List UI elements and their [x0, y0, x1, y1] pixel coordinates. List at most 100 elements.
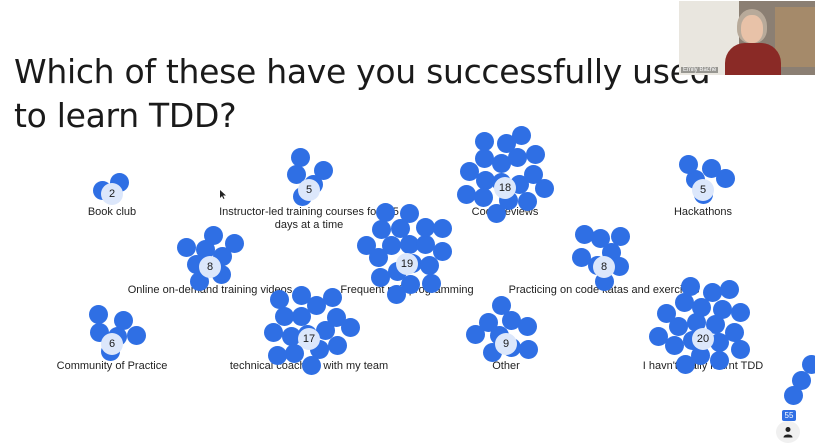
vote-count: 20: [692, 328, 714, 350]
question-title: Which of these have you successfully use…: [14, 52, 711, 135]
vote-dot: [475, 131, 495, 151]
vote-dot: [496, 134, 516, 154]
vote-dot: [282, 327, 302, 347]
floating-dot: [784, 386, 803, 405]
vote-dot: [610, 227, 630, 246]
vote-dot: [691, 297, 711, 317]
vote-count: 5: [692, 179, 714, 201]
vote-dot: [88, 305, 108, 325]
option-label-other: Other: [492, 360, 520, 372]
option-label-online-videos: Online on-demand training videos: [127, 284, 293, 296]
vote-dot: [291, 286, 311, 306]
vote-dot: [356, 235, 376, 255]
vote-dot: [415, 235, 435, 255]
vote-dot: [382, 236, 402, 256]
vote-dot: [706, 315, 726, 335]
vote-dot: [400, 204, 420, 224]
vote-dot: [720, 279, 740, 299]
vote-dot: [400, 274, 420, 294]
vote-dot: [572, 247, 592, 267]
floating-dot: [802, 355, 815, 374]
vote-dot: [314, 160, 334, 180]
vote-count: 8: [593, 256, 615, 278]
vote-dot: [649, 326, 669, 346]
speaker-video: Emily Bache: [679, 1, 815, 75]
vote-dot: [508, 148, 528, 168]
vote-dot: [390, 218, 410, 238]
vote-dot: [517, 192, 537, 212]
participants-button[interactable]: [776, 421, 800, 443]
vote-dot: [274, 306, 294, 326]
vote-dot: [687, 313, 707, 333]
vote-dot: [322, 288, 342, 308]
vote-dot: [327, 336, 347, 356]
vote-count: 5: [298, 179, 320, 201]
vote-dot: [376, 202, 396, 222]
option-label-havnt-learnt: I havn't really learnt TDD: [642, 360, 764, 372]
vote-dot: [709, 332, 729, 352]
vote-dot: [189, 272, 209, 292]
option-label-hackathons: Hackathons: [673, 206, 733, 218]
mouse-cursor-icon: [220, 190, 226, 199]
vote-dot: [270, 289, 290, 309]
vote-dot: [224, 233, 244, 253]
vote-dot: [512, 125, 532, 145]
person-icon: [783, 427, 793, 438]
vote-count: 19: [396, 253, 418, 275]
vote-dot: [114, 310, 134, 330]
vote-dot: [519, 340, 539, 360]
option-label-instructor-led: Instructor-led training courses for 2-5 …: [219, 206, 399, 231]
vote-dot: [456, 184, 476, 204]
vote-dot: [460, 162, 480, 182]
vote-count: 8: [199, 256, 221, 278]
vote-dot: [433, 219, 453, 239]
floating-dot: [792, 371, 811, 390]
vote-dot: [591, 229, 611, 249]
vote-dot: [518, 316, 538, 336]
vote-dot: [290, 147, 310, 167]
vote-dot: [340, 318, 360, 338]
vote-dot: [476, 170, 496, 190]
vote-dot: [284, 344, 304, 364]
vote-dot: [204, 226, 224, 246]
vote-dot: [534, 178, 554, 198]
vote-dot: [710, 350, 730, 370]
vote-dot: [492, 296, 512, 316]
vote-dot: [525, 145, 545, 165]
vote-dot: [465, 324, 485, 344]
vote-dot: [491, 154, 511, 174]
vote-dot: [420, 256, 440, 276]
vote-dot: [422, 273, 442, 293]
vote-dot: [399, 235, 419, 255]
vote-dot: [473, 188, 493, 208]
vote-dot: [681, 276, 701, 296]
vote-dot: [369, 247, 389, 267]
vote-dot: [315, 321, 335, 341]
vote-dot: [675, 354, 695, 374]
vote-dot: [715, 169, 735, 189]
vote-dot: [479, 313, 499, 333]
vote-dot: [326, 308, 346, 328]
vote-dot: [433, 241, 453, 261]
vote-dot: [292, 306, 312, 326]
speaker-name: Emily Bache: [681, 67, 719, 73]
vote-dot: [679, 154, 699, 174]
vote-dot: [487, 204, 507, 224]
option-label-community-of-practice: Community of Practice: [56, 360, 168, 372]
vote-dot: [668, 317, 688, 337]
vote-count: 2: [101, 183, 123, 205]
vote-dot: [386, 285, 406, 305]
vote-dot: [501, 310, 521, 330]
vote-dot: [701, 158, 721, 178]
vote-dot: [370, 268, 390, 288]
vote-dot: [703, 283, 723, 303]
vote-dot: [713, 299, 733, 319]
vote-dot: [306, 296, 326, 316]
vote-dot: [415, 217, 435, 237]
vote-dot: [725, 323, 745, 343]
vote-dot: [574, 224, 594, 244]
vote-dot: [730, 302, 750, 322]
vote-dot: [524, 165, 544, 185]
vote-dot: [731, 339, 751, 359]
vote-dot: [302, 355, 322, 375]
